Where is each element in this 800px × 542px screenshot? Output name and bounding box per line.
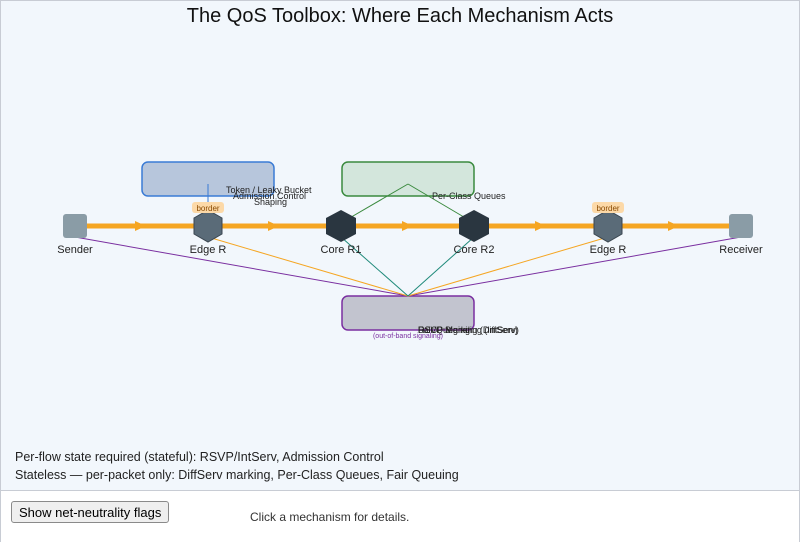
fq-line-core1 <box>340 236 409 297</box>
core-router-2-icon[interactable] <box>459 210 489 242</box>
mechanism-label-rsvp: RSVP Signaling (IntServ) <box>418 325 519 335</box>
marking-line-edge2 <box>407 236 609 297</box>
marking-line-edge1 <box>207 236 409 297</box>
border-badge-label: border <box>596 204 619 213</box>
path-arrow-icon <box>402 221 413 231</box>
mechanism-label-dscp: DSCP Marking (DiffServ) <box>418 325 518 335</box>
details-text: Click a mechanism for details. <box>250 510 410 524</box>
stateless-note: Stateless — per-packet only: DiffServ ma… <box>15 468 459 482</box>
mechanism-label-fair-queuing: Fair Queuing <box>418 325 470 335</box>
node-label-edge2: Edge R <box>590 244 627 256</box>
mechanism-label-admission-control: Admission Control <box>233 191 306 201</box>
border-badge-edge1: border <box>192 202 224 213</box>
signal-line-sender <box>74 236 409 297</box>
stateful-note: Per-flow state required (stateful): RSVP… <box>15 450 384 464</box>
page-title: The QoS Toolbox: Where Each Mechanism Ac… <box>186 5 614 27</box>
node-label-receiver: Receiver <box>719 244 763 256</box>
border-badge-edge2: border <box>592 202 624 213</box>
path-arrow-icon <box>135 221 146 231</box>
sender-host-icon[interactable] <box>63 214 87 238</box>
edge-router-2-icon[interactable] <box>593 209 623 243</box>
core-router-1-icon[interactable] <box>326 210 356 242</box>
path-arrows <box>135 221 679 231</box>
receiver-host-icon[interactable] <box>729 214 753 238</box>
path-arrow-icon <box>268 221 279 231</box>
path-arrow-icon <box>535 221 546 231</box>
signal-line-receiver <box>407 236 742 297</box>
node-label-core1: Core R1 <box>321 244 362 256</box>
connector-lines <box>74 183 742 297</box>
controls-bar: Show net-neutrality flags Click a mechan… <box>1 490 799 542</box>
fq-line-core2 <box>407 236 475 297</box>
qos-diagram: border border Sender Edge R Core R1 Core… <box>57 161 763 340</box>
mechanism-label-shaping: Shaping <box>254 197 287 207</box>
edge-router-1-icon[interactable] <box>193 209 223 243</box>
signaling-sublabel: (out-of-band signaling) <box>373 333 443 340</box>
mechanism-label-per-class-queues: Per-Class Queues <box>432 191 506 201</box>
node-label-core2: Core R2 <box>454 244 495 256</box>
node-label-edge1: Edge R <box>190 244 227 256</box>
path-arrow-icon <box>668 221 679 231</box>
queues-mechanism-box[interactable] <box>341 161 475 197</box>
show-net-neutrality-flags-button[interactable]: Show net-neutrality flags <box>11 501 170 523</box>
node-label-sender: Sender <box>57 244 93 256</box>
border-badge-label: border <box>196 204 219 213</box>
mechanism-label-token-bucket: Token / Leaky Bucket <box>226 185 312 195</box>
diagram-area: border border Sender Edge R Core R1 Core… <box>1 1 799 490</box>
